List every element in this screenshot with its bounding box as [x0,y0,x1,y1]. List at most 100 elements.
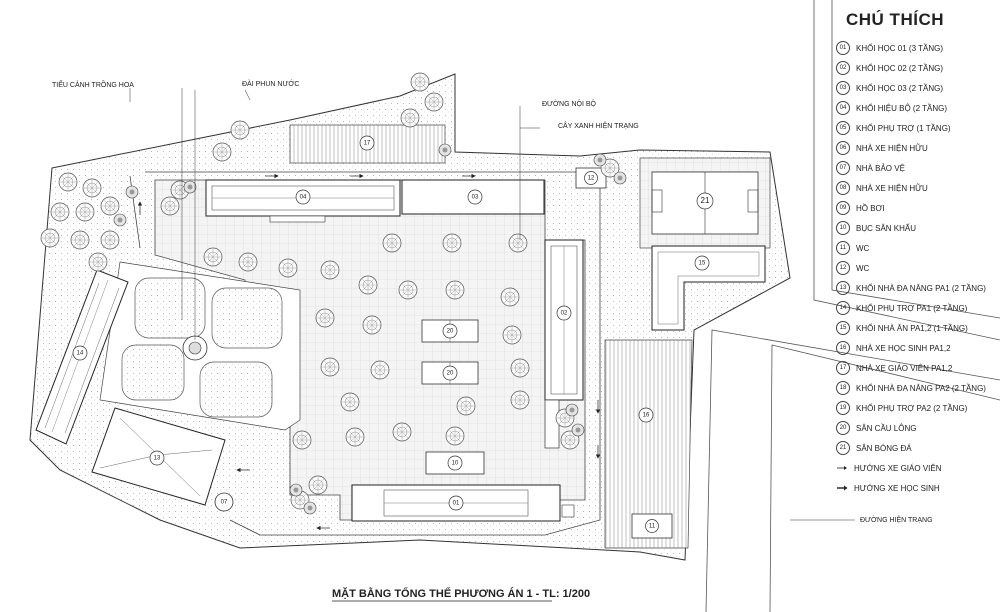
legend-number: 04 [836,101,850,115]
label-07: 07 [221,500,228,506]
legend-number: 17 [836,361,850,375]
label-14: 14 [77,351,84,357]
traffic-arrows [137,173,601,531]
building-04: 04 [205,179,401,223]
legend-number: 13 [836,281,850,295]
legend-item: 09 HỒ BƠI [836,198,996,218]
legend-label: NHÀ XE HỌC SINH PA1,2 [856,343,951,353]
legend-label: HƯỚNG XE HỌC SINH [854,483,940,493]
internal-road [145,171,601,536]
legend-item: 06 NHÀ XE HIỆN HỮU [836,138,996,158]
legend-number: 09 [836,201,850,215]
legend-number: 19 [836,401,850,415]
teacher-parking: 17 [289,124,446,164]
legend-label: KHỐI NHÀ ĐA NĂNG PA2 (2 TẦNG) [856,383,986,393]
legend-item: 04 KHỐI HIỆU BỘ (2 TẦNG) [836,98,996,118]
legend-label: KHỐI PHỤ TRỢ PA2 (2 TẦNG) [856,403,968,413]
legend-number: 12 [836,261,850,275]
legend-item: 20 SÂN CẦU LÔNG [836,418,996,438]
flower-garden [99,261,301,431]
legend-item: 18 KHỐI NHÀ ĐA NĂNG PA2 (2 TẦNG) [836,378,996,398]
legend-label: KHỐI PHỤ TRỢ PA1 (2 TẦNG) [856,303,968,313]
callout-existing-road: ĐƯỜNG HIỆN TRẠNG [860,515,933,524]
building-14: 14 [35,269,129,445]
wc-12: 12 [575,167,607,189]
label-13: 13 [154,456,161,462]
legend-item: 08 NHÀ XE HIỆN HỮU [836,178,996,198]
legend-label: HƯỚNG XE GIÁO VIÊN [854,463,942,473]
label-12: 12 [588,176,595,182]
legend-number: 21 [836,441,850,455]
legend-label: HỒ BƠI [856,203,885,213]
label-02: 02 [561,311,568,317]
legend-number: 10 [836,221,850,235]
legend-label: WC [856,243,870,253]
student-parking: 16 [604,339,693,549]
legend-number: 08 [836,181,850,195]
building-02: 02 [544,239,584,449]
label-16: 16 [643,413,650,419]
legend-label: KHỐI NHÀ ĐA NĂNG PA1 (2 TẦNG) [856,283,986,293]
legend-arrow-teacher: HƯỚNG XE GIÁO VIÊN [836,458,996,478]
wc-11: 11 [631,513,673,539]
legend-label: WC [856,263,870,273]
legend-item: 21 SÂN BÓNG ĐÁ [836,438,996,458]
label-21: 21 [701,196,710,205]
legend-label: SÂN BÓNG ĐÁ [856,443,912,453]
legend-label: SÂN CẦU LÔNG [856,423,917,433]
legend-arrow-student: HƯỚNG XE HỌC SINH [836,478,996,498]
arrow-student-icon [837,485,848,491]
legend-label: KHỐI PHỤ TRỢ (1 TẦNG) [856,123,951,133]
legend-item: 11 WC [836,238,996,258]
legend-number: 06 [836,141,850,155]
legend-number: 05 [836,121,850,135]
legend-title: CHÚ THÍCH [846,10,944,29]
legend-number: 07 [836,161,850,175]
legend-label: KHỐI HIỆU BỘ (2 TẦNG) [856,103,947,113]
legend-label: NHÀ XE HIỆN HỮU [856,143,928,153]
legend-label: NHÀ BẢO VỆ [856,163,905,173]
legend-number: 11 [836,241,850,255]
legend-number: 20 [836,421,850,435]
legend-item: 07 NHÀ BẢO VỆ [836,158,996,178]
street-lines [705,0,1000,612]
legend-item: 10 BỤC SÂN KHẤU [836,218,996,238]
legend-number: 18 [836,381,850,395]
building-01: 01 [351,484,575,522]
legend-number: 01 [836,41,850,55]
legend-item: 12 WC [836,258,996,278]
label-11: 11 [649,524,656,530]
callout-leaders [129,88,855,521]
legend-number: 02 [836,61,850,75]
legend-label: NHÀ XE HIỆN HỮU [856,183,928,193]
drawing-title: MẶT BẰNG TỔNG THỂ PHƯƠNG ÁN 1 - TL: 1/20… [332,587,590,600]
label-17: 17 [364,141,371,147]
legend-number: 14 [836,301,850,315]
legend-number: 15 [836,321,850,335]
legend-label: KHỐI HỌC 02 (2 TẦNG) [856,63,943,73]
callout-internal-road: ĐƯỜNG NỘI BỘ [542,99,597,108]
legend-item: 13 KHỐI NHÀ ĐA NĂNG PA1 (2 TẦNG) [836,278,996,298]
building-13: 13 [91,407,226,506]
label-04: 04 [300,195,307,201]
stage-10: 10 [425,451,485,475]
legend-item: 02 KHỐI HỌC 02 (2 TẦNG) [836,58,996,78]
label-10: 10 [452,461,459,467]
legend-label: BỤC SÂN KHẤU [856,223,917,233]
label-20b: 20 [447,371,454,377]
callout-existing-trees: CÂY XANH HIỆN TRẠNG [558,121,639,130]
label-15: 15 [699,261,706,267]
guard-house-07: 07 [214,492,234,512]
arrow-teacher-icon [837,466,847,470]
label-20a: 20 [447,329,454,335]
legend-label: KHỐI NHÀ ĂN PA1,2 (1 TẦNG) [856,323,968,333]
legend-item: 15 KHỐI NHÀ ĂN PA1,2 (1 TẦNG) [836,318,996,338]
football-field: 21 [639,157,771,249]
building-03: 03 [401,179,545,215]
legend-item: 14 KHỐI PHỤ TRỢ PA1 (2 TẦNG) [836,298,996,318]
